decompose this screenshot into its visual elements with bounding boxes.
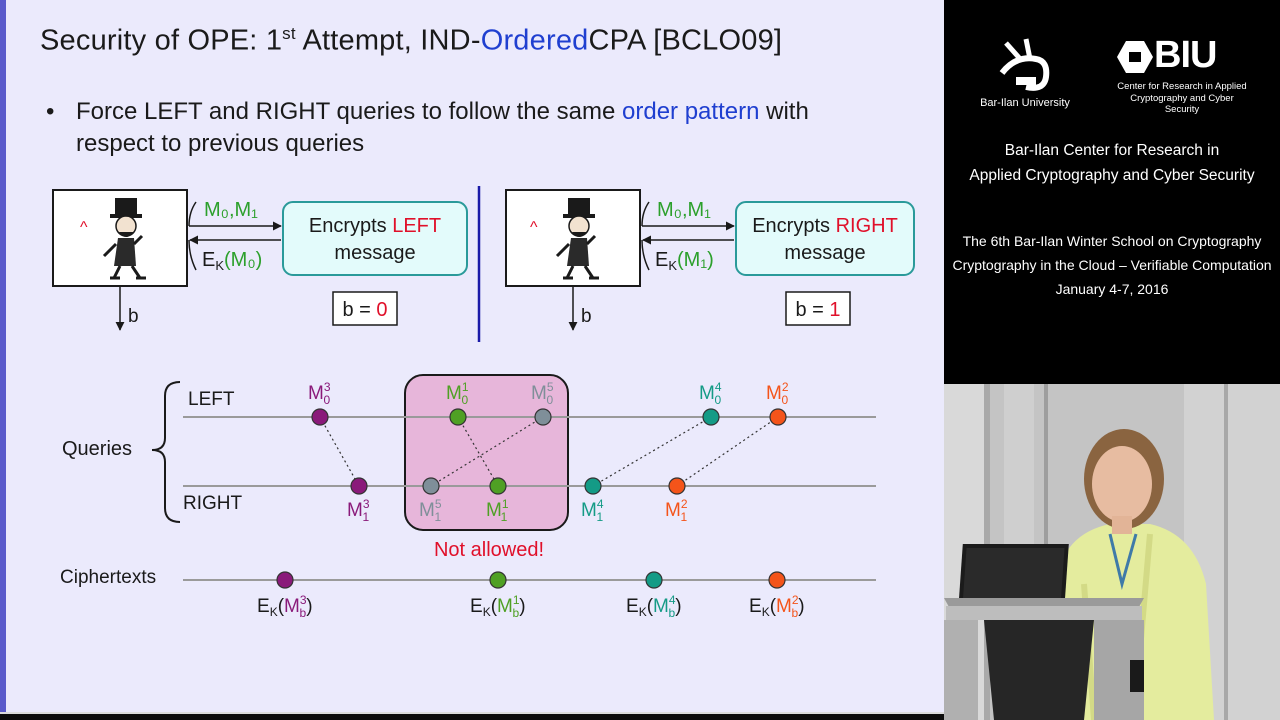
center-name-line2: Applied Cryptography and Cyber Security [969,167,1255,184]
title-accent: Ordered [480,24,589,57]
left-query-point [769,408,787,426]
oracle-box [282,201,468,276]
bullet-dot: • [46,98,55,125]
left-query-point [311,408,329,426]
speaker-face [1092,446,1152,522]
oracle-line1: Encrypts RIGHT [752,215,898,237]
queries-brace [151,381,181,523]
order-link [319,416,360,487]
ciphertext-point [645,571,663,589]
slide-title: Security of OPE: 1st Attempt, IND-Ordere… [40,24,782,58]
b-box [785,291,851,326]
adversary-mark: ^ [530,219,538,236]
query-label: M₀,M₁ [657,199,711,221]
queries-label: Queries [62,438,132,460]
answer-label: EK(M₁) [655,249,714,273]
bullet-text-part: with respect to previous queries [76,98,809,157]
event-line1: The 6th Bar-Ilan Winter School on Crypto… [962,233,1262,249]
adversary-mark: ^ [80,219,88,236]
b-value: b = 0 [342,299,387,321]
right-query-point [422,477,440,495]
left-query-point [534,408,552,426]
right-row-label: RIGHT [183,493,243,514]
ind-game-diagrams: ^ M₀,M₁ EK(M₀) Encrypts LEFT message b [52,186,915,620]
order-link [592,416,712,487]
right-query-point [489,477,507,495]
query-bracket [188,201,197,271]
slide-left-edge [0,0,6,712]
bar-ilan-logo-icon [999,38,1050,91]
ciphertext-point [768,571,786,589]
speaker-video-frame [944,384,1280,720]
adversary-icon [555,198,599,280]
output-label: b [128,306,139,327]
event-line2: Cryptography in the Cloud – Verifiable C… [952,257,1272,273]
event-line3: January 4-7, 2016 [1055,281,1169,297]
left-query-point [702,408,720,426]
bottom-bar [0,712,944,720]
query-bracket [641,201,650,271]
order-link [457,416,499,487]
b-box [332,291,398,326]
right-query-point [668,477,686,495]
oracle-line1: Encrypts LEFT [309,215,441,237]
ciphertexts-label: Ciphertexts [60,567,156,588]
bar-ilan-caption: Bar-Ilan University [980,97,1070,109]
left-game: ^ M₀,M₁ EK(M₀) Encrypts LEFT message b [52,189,468,331]
bullet-text-part: Force LEFT and RIGHT queries to follow t… [76,98,623,125]
biu-caption-line1: Center for Research in Applied [1117,81,1247,92]
event-info-panel: Bar-Ilan University BIU Center for Resea… [944,0,1280,384]
right-query-point [584,477,602,495]
order-link [676,416,779,487]
right-query-point [350,477,368,495]
output-label: b [581,306,592,327]
order-links [319,416,779,487]
oracle-line2: message [784,242,865,264]
bullet-text: Force LEFT and RIGHT queries to follow t… [76,96,876,160]
adversary-icon [102,198,146,280]
left-row-label: LEFT [188,389,235,410]
ciphertext-point [489,571,507,589]
center-name-line1: Bar-Ilan Center for Research in [1004,142,1220,159]
biu-logo-text: BIU [1154,34,1217,76]
biu-caption-line2: Cryptography and Cyber Security [1130,93,1234,115]
bullet-accent: order pattern [622,98,760,125]
oracle-box [735,201,915,276]
answer-label: EK(M₀) [202,249,262,273]
bottom-bar-line [0,712,944,714]
title-text: Attempt, IND- [295,24,481,57]
ciphertext-point [276,571,294,589]
left-query-point [449,408,467,426]
title-text: CPA [BCLO09] [588,24,783,57]
order-diagram: Queries LEFT RIGHT Ciphertexts Not allow… [60,374,876,620]
slide: Security of OPE: 1st Attempt, IND-Ordere… [0,0,944,712]
b-value: b = 1 [795,299,840,321]
not-allowed-label: Not allowed! [434,539,544,561]
speaker-video [944,384,1280,720]
order-link [430,416,544,487]
right-game: ^ M₀,M₁ EK(M₁) Encrypts RIGHT message b [505,189,915,331]
oracle-line2: message [334,242,415,264]
title-superscript: st [282,24,296,43]
query-label: M₀,M₁ [204,199,258,221]
title-text: Security of OPE: 1 [40,24,283,57]
biu-logo-icon [1117,41,1153,73]
